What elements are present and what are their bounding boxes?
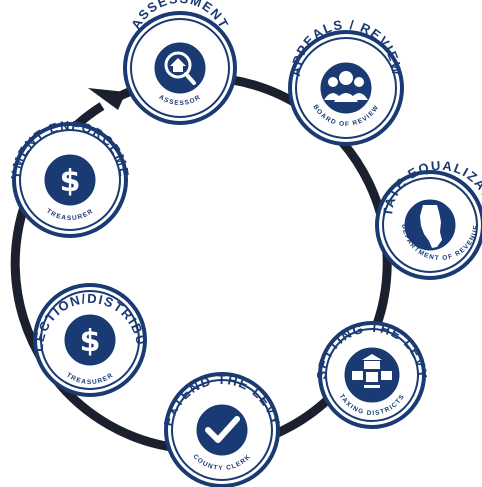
stage-payment-enforcement: PAYMENT ENFORCEMENT TREASURER $: [0, 0, 131, 238]
stage-extend-the-levy: EXTEND THE LEVY COUNTY CLERK: [161, 372, 282, 487]
stage-setting-the-levy: SETTING THE LEVY TAXING DISTRICTS: [314, 320, 429, 429]
cycle-arrow-icon: [88, 88, 126, 110]
dollar-icon: $: [60, 164, 81, 199]
illinois-map-icon: [420, 205, 442, 248]
stage-assessment: ASSESSMENT ASSESSOR: [123, 0, 237, 125]
people-group-icon: [324, 71, 368, 102]
magnifier-house-icon: [164, 51, 196, 85]
dollar-icon: $: [80, 324, 101, 359]
stage-appeals-review: APPEALS / REVIEW BOARD OF REVIEW: [288, 17, 404, 146]
civic-buildings-icon: [352, 354, 392, 388]
checkmark-icon: [205, 416, 240, 443]
